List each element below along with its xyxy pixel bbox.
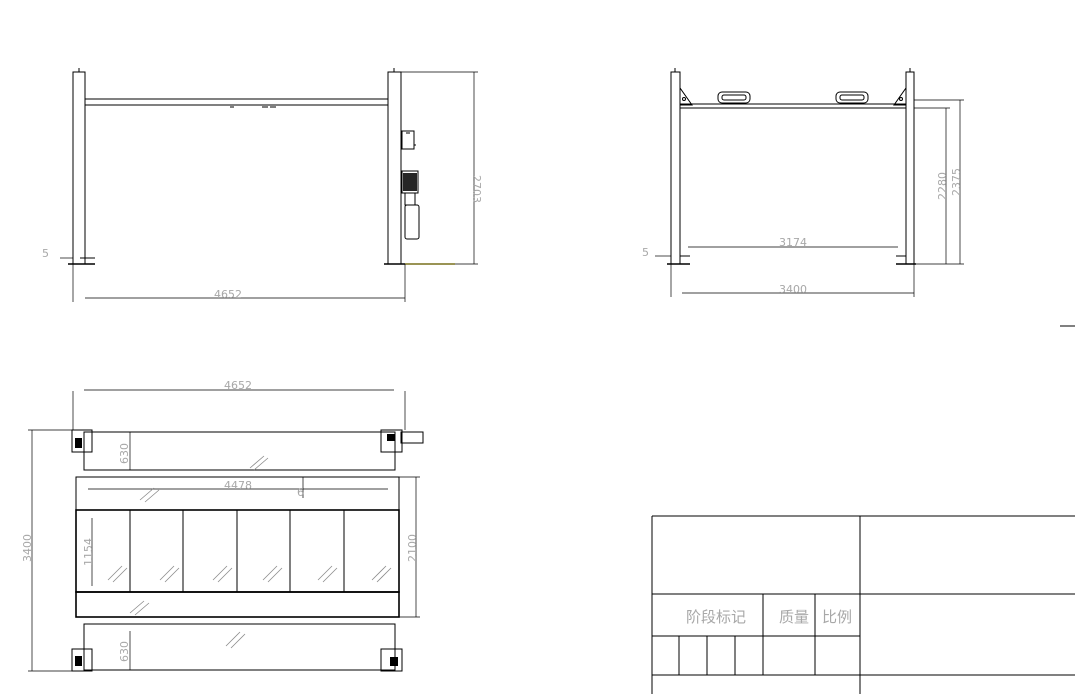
front-elevation-view: 2703 4652 5 <box>42 68 483 302</box>
title-block: 阶段标记 质量 比例 <box>651 515 1075 694</box>
side-outer-dimension: 3400 <box>779 283 807 296</box>
plan-post-top-right <box>380 429 403 453</box>
side-elevation-view: 3174 3400 5 2280 2375 <box>642 68 1075 327</box>
hydraulic-tank <box>404 204 420 240</box>
front-height-dimension: 2703 <box>470 175 483 203</box>
plan-motor-top <box>400 431 424 444</box>
plan-inner-width-dimension: 4478 <box>224 479 252 492</box>
plan-bottom-gap-dimension: 630 <box>118 641 131 662</box>
side-cross-bar-1 <box>717 91 751 104</box>
front-width-dimension: 4652 <box>214 288 242 301</box>
front-left-column <box>72 71 86 265</box>
plan-platform-depth-dimension: 1154 <box>82 538 95 566</box>
side-height-2-dimension: 2375 <box>950 168 963 196</box>
plan-panel-hatching <box>107 565 392 583</box>
title-block-weight: 质量 <box>779 608 809 626</box>
front-right-column <box>387 71 402 265</box>
front-top-beam <box>84 98 389 106</box>
control-box <box>401 130 415 150</box>
side-right-column <box>905 71 915 265</box>
plan-post-top-left <box>71 429 93 453</box>
plan-post-bottom-right <box>380 648 403 672</box>
title-block-scale: 比例 <box>822 608 852 626</box>
side-left-column <box>670 71 681 265</box>
plan-top-runway <box>83 431 396 471</box>
side-height-1-dimension: 2280 <box>936 172 949 200</box>
plan-small-dimension: 6 <box>297 486 304 499</box>
title-block-stage-mark: 阶段标记 <box>686 608 746 626</box>
plan-lower-band <box>75 591 400 618</box>
side-top-beam <box>679 103 907 109</box>
plan-post-bottom-left <box>71 648 93 672</box>
side-offset-dimension: 5 <box>642 246 649 259</box>
side-inner-dimension: 3174 <box>779 236 807 249</box>
plan-width-dimension: 4652 <box>224 379 252 392</box>
plan-view: 4652 630 4478 6 <box>21 379 424 672</box>
plan-bottom-runway <box>83 623 396 671</box>
plan-depth-dimension: 3400 <box>21 534 34 562</box>
plan-top-gap-dimension: 630 <box>118 443 131 464</box>
side-cross-bar-2 <box>835 91 869 104</box>
front-offset-dimension: 5 <box>42 247 49 260</box>
plan-beam-depth-dimension: 2100 <box>406 534 419 562</box>
